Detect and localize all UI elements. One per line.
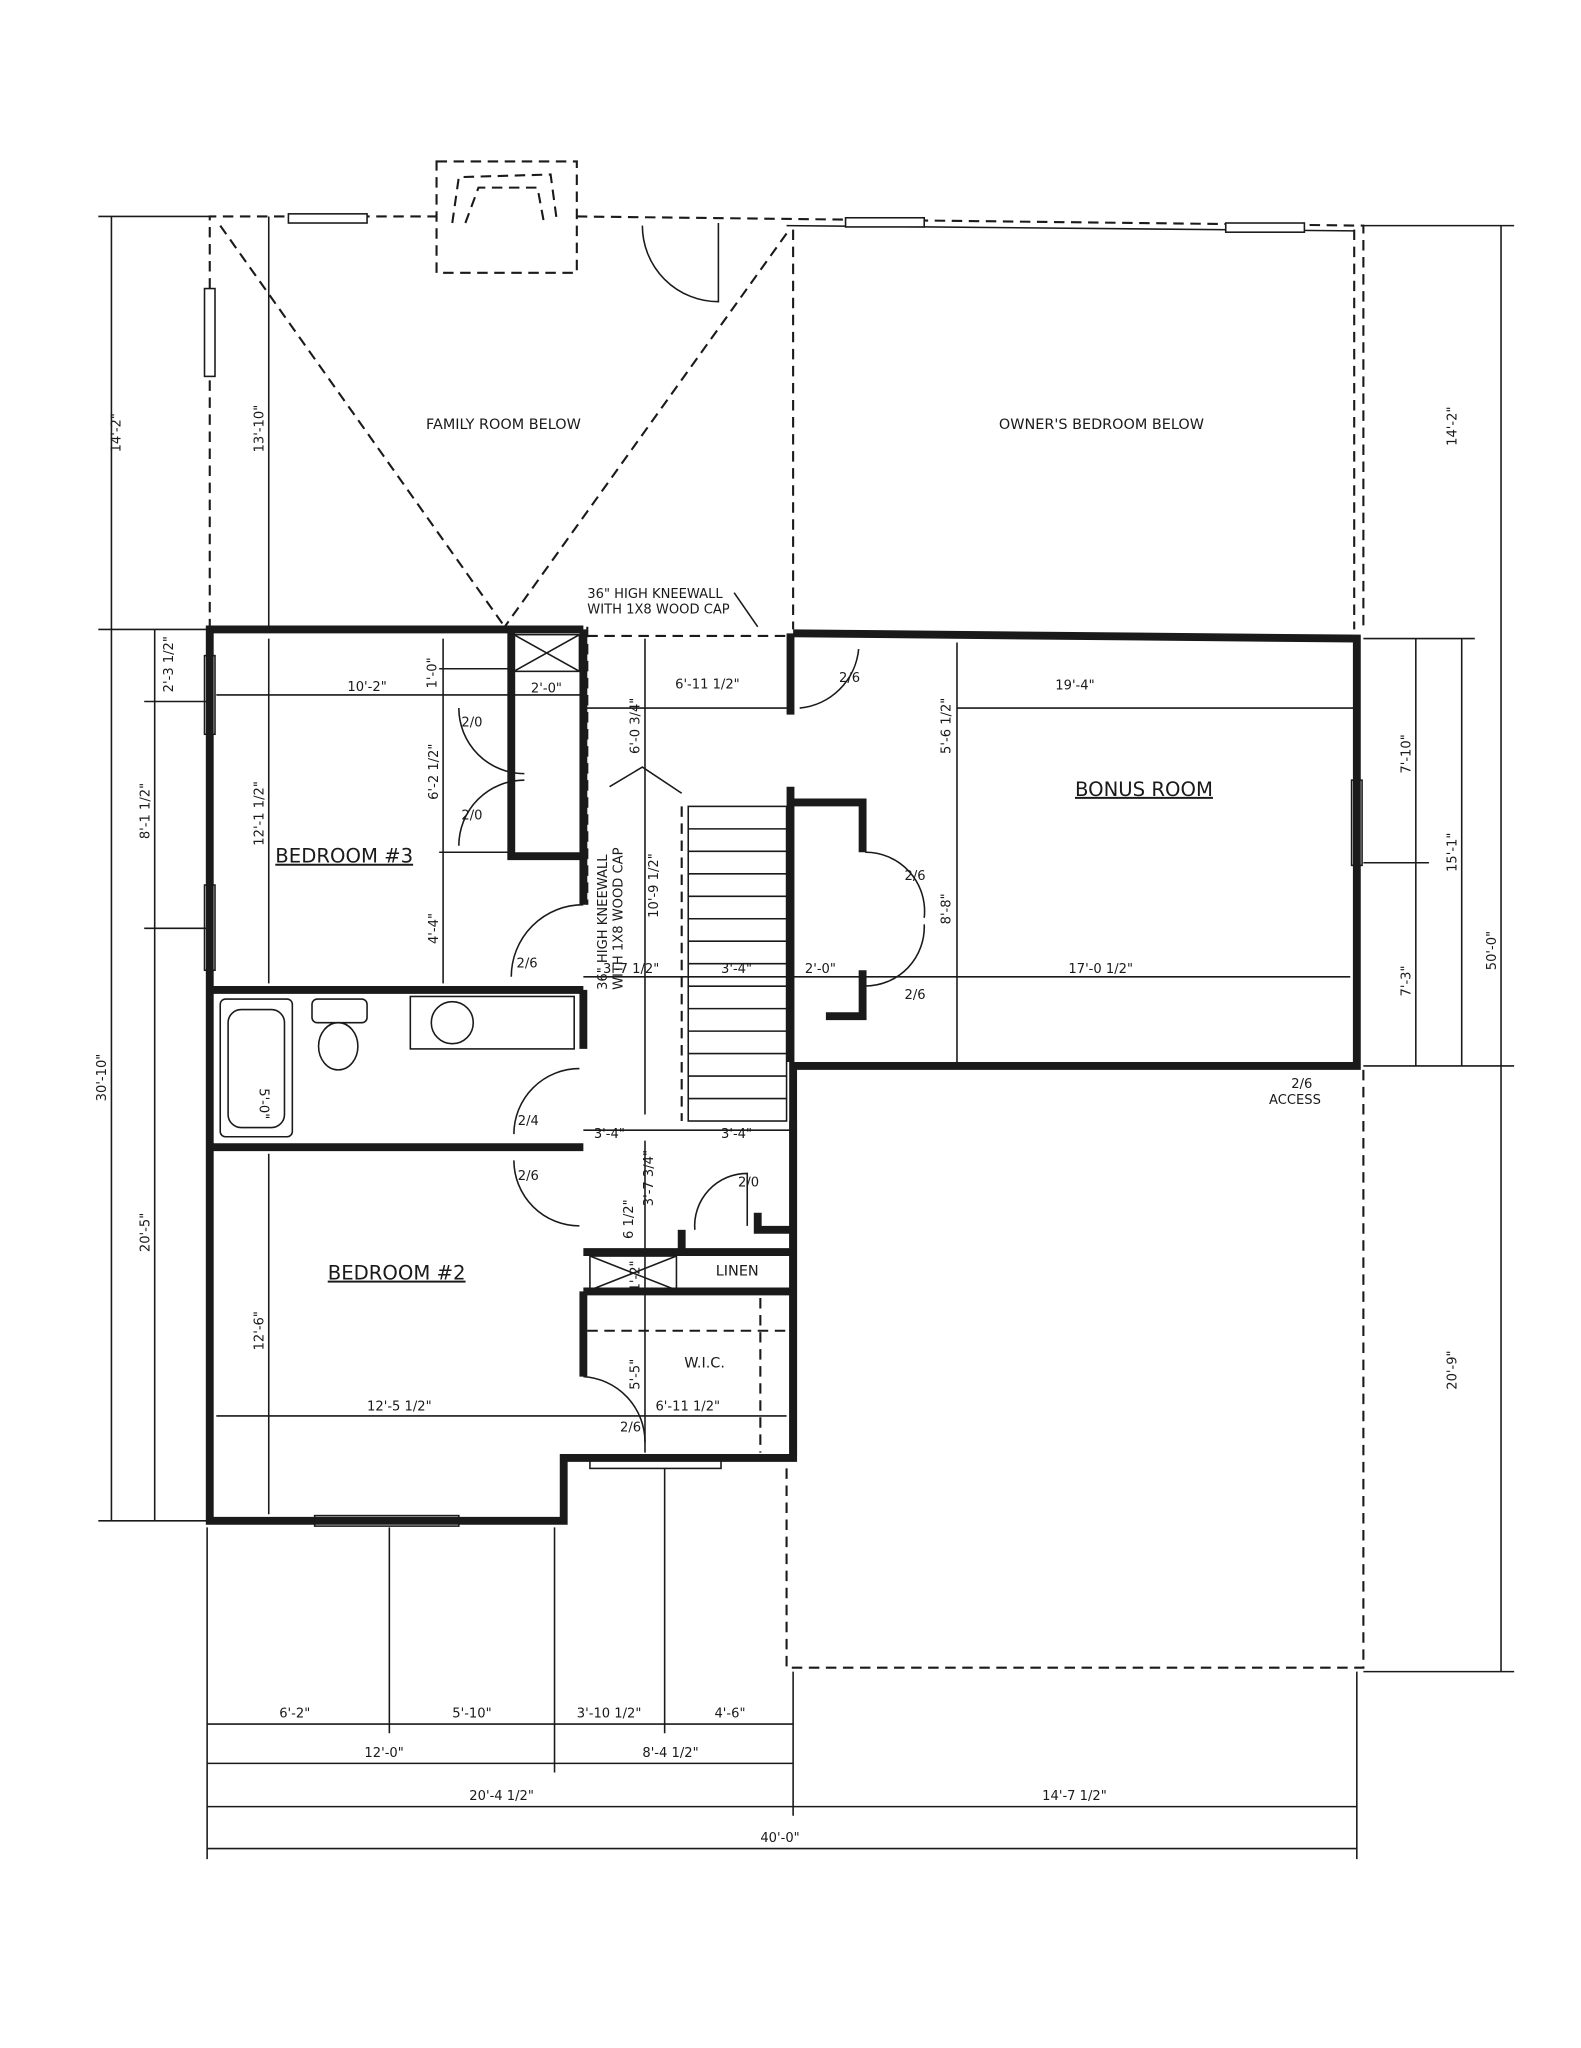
first-floor-outline (785, 1068, 1365, 1669)
dim: 13'-10" (252, 405, 267, 453)
dim: 30'-10" (95, 1054, 110, 1102)
dim: 3'-4" (721, 1127, 752, 1142)
dim: 8'-8" (939, 893, 954, 924)
room-label-family: FAMILY ROOM BELOW (426, 417, 581, 433)
room-label-owners: OWNER'S BEDROOM BELOW (999, 417, 1204, 433)
dim: 14'-2" (1445, 407, 1460, 446)
dim: 17'-0 1/2" (1068, 962, 1133, 977)
door-label: 2/6 (905, 869, 926, 884)
dim: 19'-4" (1055, 679, 1094, 694)
stairs (609, 766, 788, 1122)
dim: 12'-1 1/2" (252, 781, 267, 846)
windows (203, 213, 1363, 1527)
dim: 8'-4 1/2" (642, 1746, 698, 1761)
door-labels: 2/0 2/0 2/6 2/6 2/6 2/6 2/4 2/6 2/0 2/6 (461, 671, 925, 1436)
room-labels: FAMILY ROOM BELOW OWNER'S BEDROOM BELOW … (275, 417, 1321, 1372)
door-label: 2/6 (839, 671, 860, 686)
bath-fixtures (219, 995, 575, 1138)
dim: 1'-0" (426, 657, 441, 688)
dim: 4'-4" (427, 913, 442, 944)
kneewall-note-3: 36" HIGH KNEEWALL (596, 854, 611, 990)
dim: 6'-11 1/2" (675, 677, 740, 692)
chimney (435, 160, 578, 274)
access-label: ACCESS (1269, 1093, 1321, 1108)
dim: 2'-0" (805, 962, 836, 977)
dim: 7'-3" (1400, 965, 1415, 996)
dim: 50'-0" (1485, 931, 1500, 970)
room-label-linen: LINEN (716, 1264, 759, 1280)
dim: 3'-10 1/2" (577, 1706, 642, 1721)
dim: 2'-3 1/2" (162, 636, 177, 692)
dim: 7'-10" (1400, 734, 1415, 773)
window (844, 216, 926, 228)
dim: 20'-9" (1445, 1350, 1460, 1389)
dim: 3'-4" (594, 1127, 625, 1142)
dim: 6 1/2" (622, 1199, 637, 1239)
walls (205, 625, 1361, 1525)
dim: 3'-7 3/4" (642, 1150, 657, 1206)
door-label: 2/6 (518, 1169, 539, 1184)
door-label: 2/6 (905, 988, 926, 1003)
dim: 6'-11 1/2" (655, 1400, 720, 1415)
room-label-wic: W.I.C. (684, 1355, 725, 1371)
top-door (641, 223, 720, 303)
dim: 5'-6 1/2" (939, 698, 954, 754)
window (287, 213, 368, 224)
dim: 12'-0" (364, 1746, 403, 1761)
dim: 5'-10" (452, 1706, 491, 1721)
dim: 6'-2 1/2" (427, 744, 442, 800)
notes: 36" HIGH KNEEWALL WITH 1X8 WOOD CAP 36" … (587, 587, 759, 990)
dim: 14'-7 1/2" (1042, 1789, 1107, 1804)
dim: 6'-0 3/4" (629, 698, 644, 754)
dim: 8'-1 1/2" (138, 783, 153, 839)
dim: 3'-7 1/2" (603, 962, 659, 977)
window (1224, 222, 1306, 233)
room-label-bedroom3: BEDROOM #3 (275, 845, 413, 868)
dim: 5'-0" (256, 1088, 271, 1119)
dim: 40'-0" (760, 1831, 799, 1846)
door-label: 2/6 (620, 1421, 641, 1436)
access-door-label: 2/6 (1291, 1077, 1312, 1092)
dim: 5'-5" (629, 1359, 644, 1390)
window (203, 287, 216, 378)
door-label: 2/0 (738, 1176, 759, 1191)
dim: 20'-5" (138, 1213, 153, 1252)
kneewall-note-4: WITH 1X8 WOOD CAP (612, 847, 627, 990)
dimension-lines (98, 215, 1515, 1860)
door-label: 2/6 (517, 957, 538, 972)
dimension-text: 14'-2" 13'-10" 2'-3 1/2" 8'-1 1/2" 30'-1… (95, 405, 1500, 1846)
room-label-bedroom2: BEDROOM #2 (328, 1262, 466, 1285)
dim: 2'-0" (531, 681, 562, 696)
dim: 10'-9 1/2" (647, 853, 662, 918)
room-label-bonus: BONUS ROOM (1075, 778, 1213, 801)
dim: 3'-4" (721, 962, 752, 977)
door-label: 2/0 (461, 715, 482, 730)
dim: 15'-1" (1445, 833, 1460, 872)
dim: 1'-2" (629, 1260, 644, 1291)
dim: 20'-4 1/2" (469, 1789, 534, 1804)
kneewall-note-1: 36" HIGH KNEEWALL (587, 587, 723, 602)
dim: 10'-2" (347, 680, 386, 695)
door-swings (458, 648, 926, 1443)
door-label: 2/4 (518, 1114, 539, 1129)
dim: 6'-2" (279, 1706, 310, 1721)
dim: 4'-6" (714, 1706, 745, 1721)
dim: 12'-6" (252, 1311, 267, 1350)
dim: 12'-5 1/2" (367, 1400, 432, 1415)
kneewall-note-2: WITH 1X8 WOOD CAP (587, 603, 730, 618)
dim: 14'-2" (110, 413, 125, 452)
door-label: 2/0 (461, 808, 482, 823)
